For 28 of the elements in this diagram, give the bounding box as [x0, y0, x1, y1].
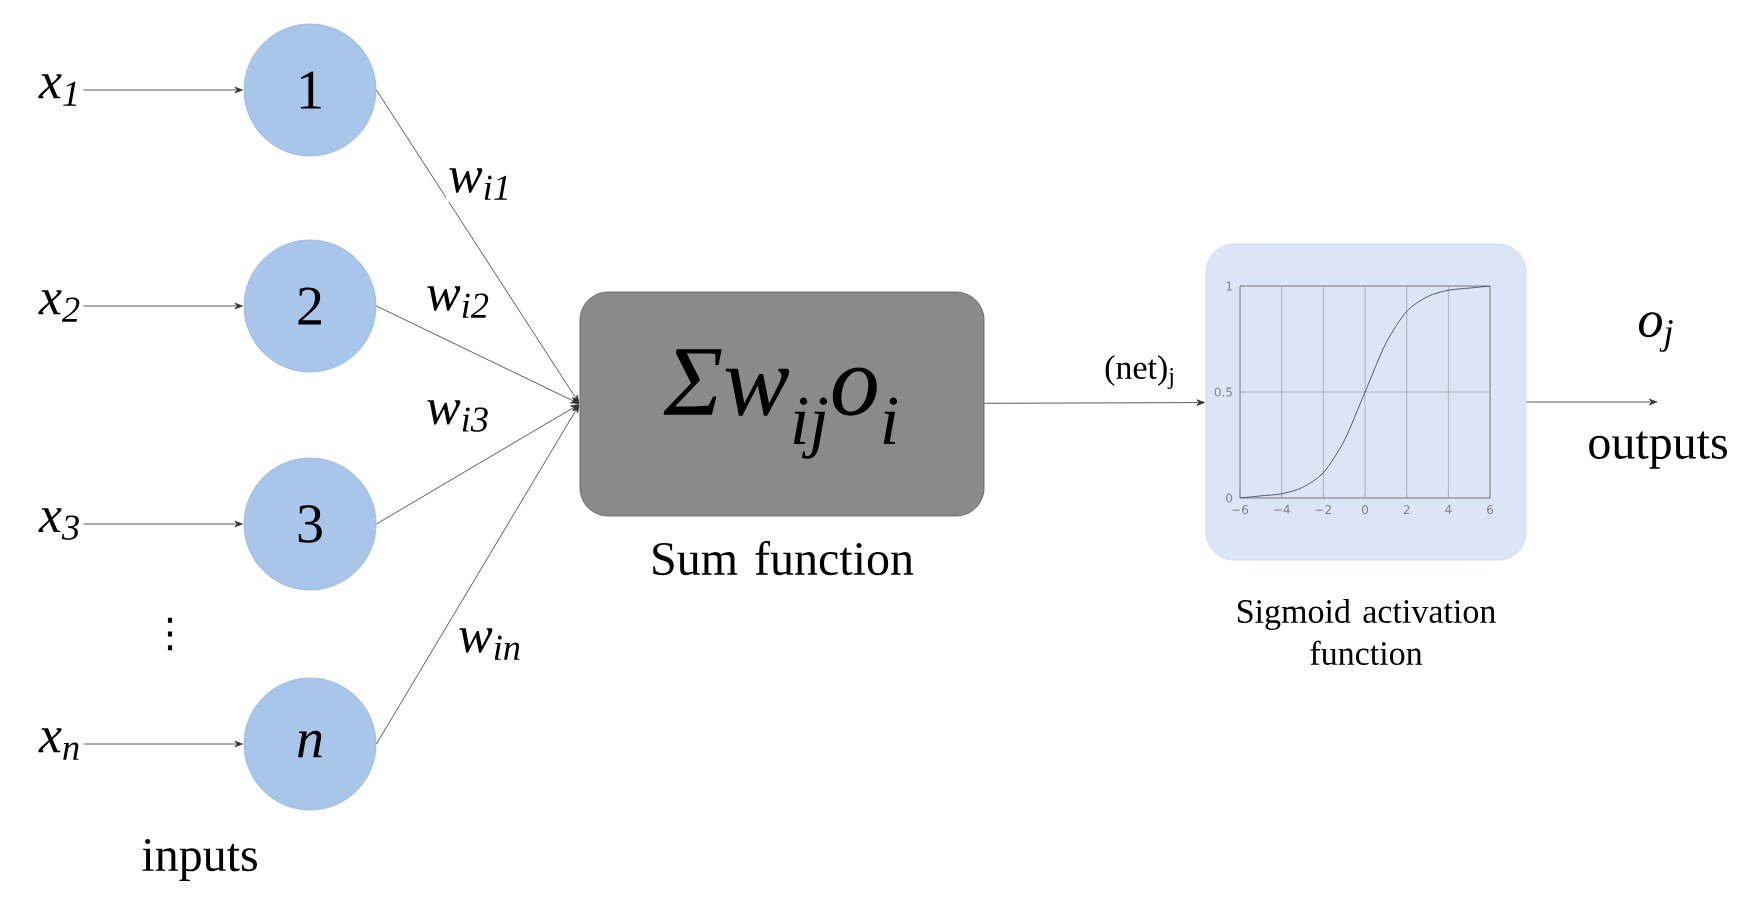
arrow [376, 89, 580, 404]
edge-label: (net)$_{j}$ [1102, 353, 1178, 391]
ellipsis: ⋮ [167, 617, 173, 651]
arrow [1526, 398, 1658, 406]
input-label: x$_{n}$ [38, 728, 79, 760]
line-series [1240, 286, 1491, 499]
node-label: Sum function [653, 540, 914, 576]
edge-label: w$_{in}$ [456, 626, 524, 662]
arrow [376, 404, 580, 745]
activation-box [1205, 243, 1527, 561]
input-label: x$_{2}$ [38, 290, 80, 322]
edge-label: w$_{i2}$ [424, 284, 492, 320]
arrow [83, 520, 243, 528]
node-label: Sigmoid activation function [1238, 599, 1496, 665]
input-label: x$_{1}$ [38, 74, 77, 106]
arrow [376, 305, 579, 404]
edge-label: w$_{i3}$ [424, 398, 492, 434]
sum-box: Σw$_{ij}$o$_{i}$ [579, 291, 985, 517]
axis-caption: inputs [142, 839, 257, 881]
output-label: outputs [1589, 431, 1727, 469]
input-label: x$_{3}$ [38, 508, 79, 540]
arrow [83, 740, 243, 748]
arrow [83, 302, 243, 310]
arrow [376, 404, 580, 525]
arrow [83, 86, 243, 94]
edge-label: o$_{j}$ [1635, 310, 1677, 354]
arrow [984, 399, 1205, 406]
edge-label: w$_{i1}$ [446, 166, 514, 202]
